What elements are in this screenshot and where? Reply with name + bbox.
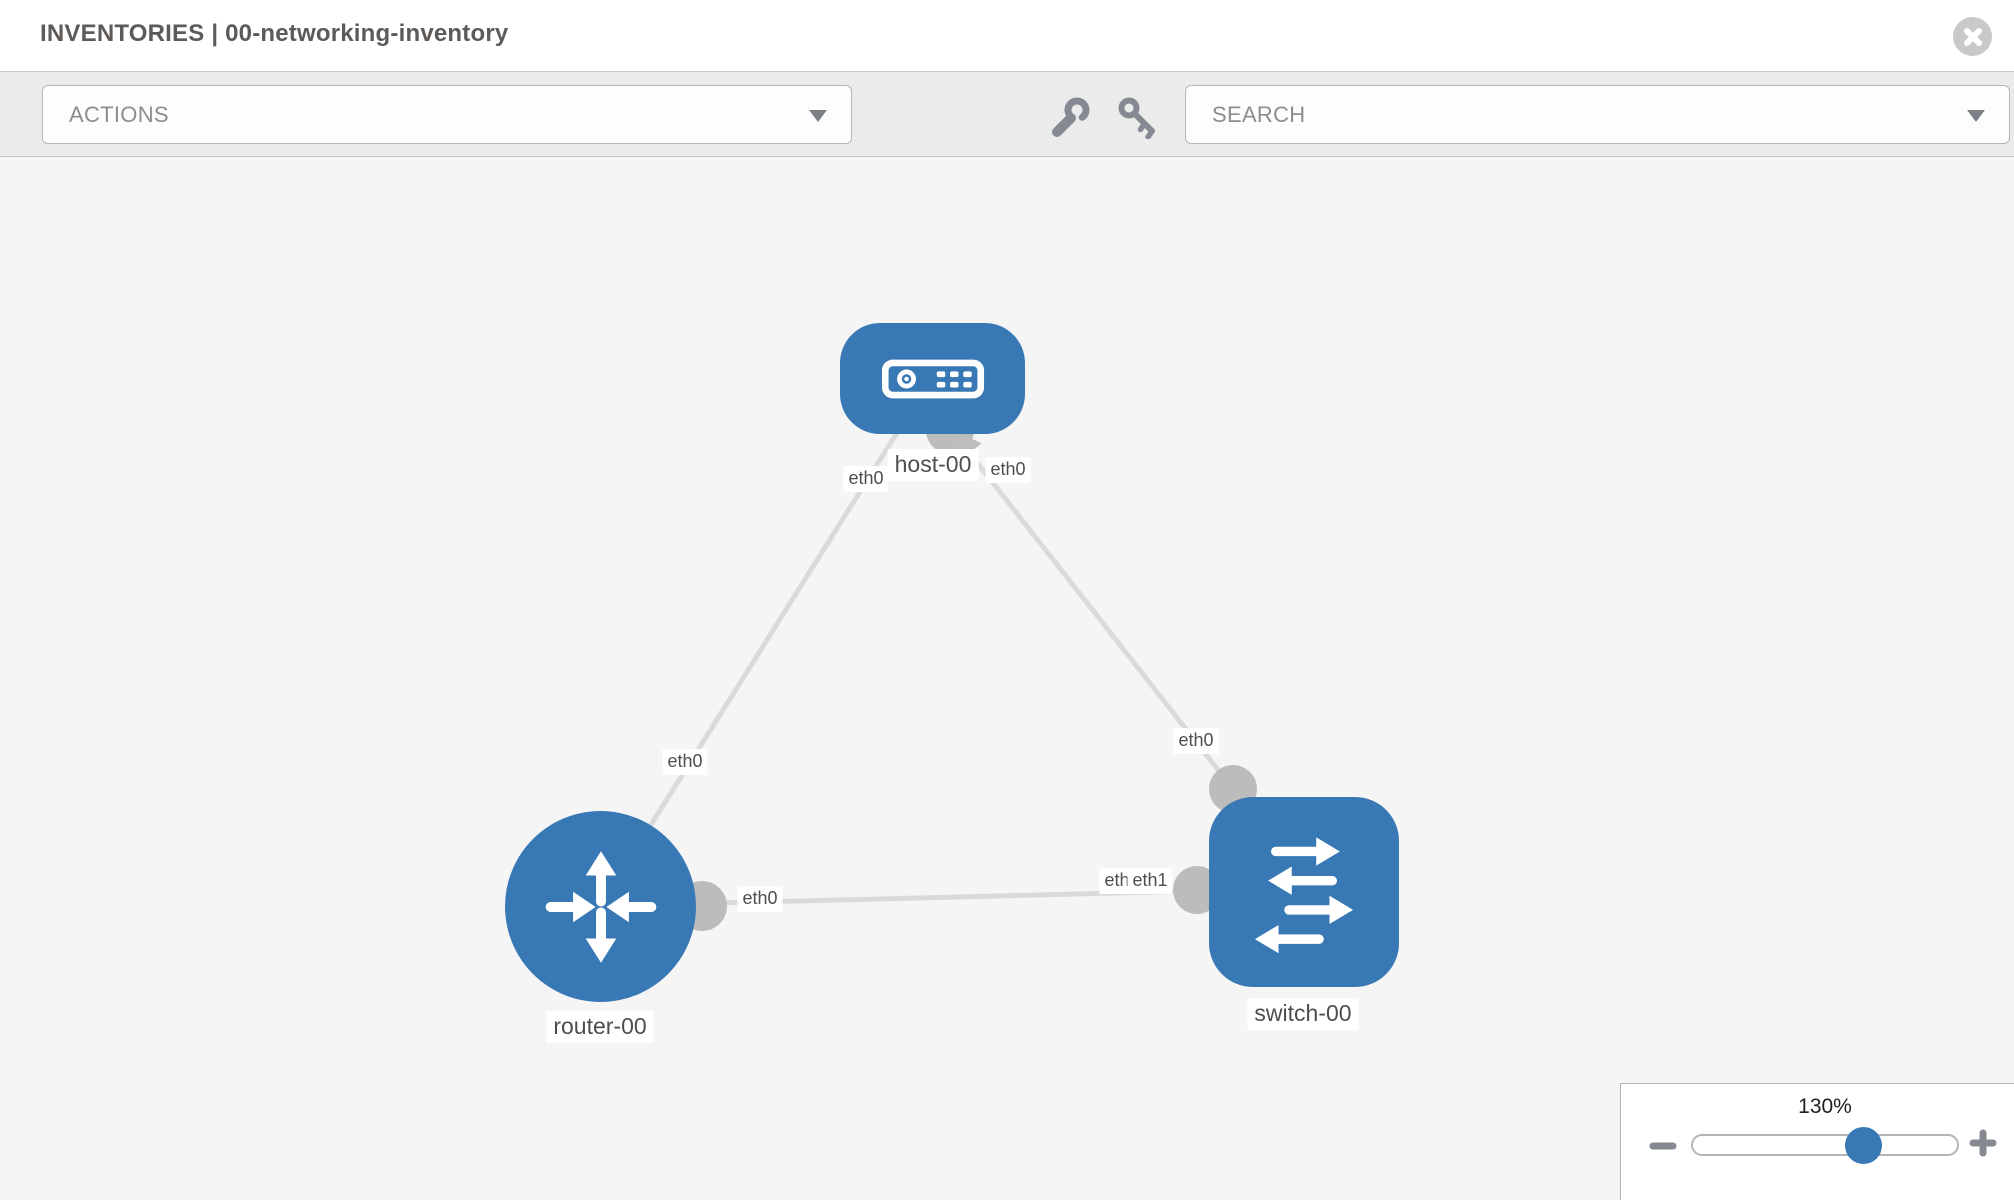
interface-label-router-right: eth0 — [737, 886, 783, 912]
chevron-down-icon — [1967, 110, 1985, 122]
interface-label-switch-eth1: eth1 — [1127, 868, 1173, 894]
node-label-switch: switch-00 — [1247, 998, 1359, 1030]
node-label-router: router-00 — [546, 1011, 654, 1043]
interface-label-switch-top: eth0 — [1173, 728, 1219, 754]
page-title: INVENTORIES | 00-networking-inventory — [40, 20, 509, 47]
node-host-00[interactable] — [840, 323, 1025, 434]
server-icon — [881, 359, 984, 398]
zoom-level-value: 130% — [1798, 1095, 1852, 1118]
search-dropdown-label: SEARCH — [1212, 101, 1306, 127]
zoom-out-minus-icon[interactable] — [1649, 1132, 1677, 1160]
node-label-host: host-00 — [887, 449, 979, 481]
header-bar: INVENTORIES | 00-networking-inventory — [0, 0, 2014, 72]
interface-label-host-right: eth0 — [985, 457, 1031, 483]
wrench-icon[interactable] — [1048, 95, 1092, 139]
switch-arrows-icon — [1254, 837, 1354, 954]
zoom-in-plus-icon[interactable] — [1969, 1129, 1997, 1157]
router-arrows-icon — [545, 850, 656, 963]
key-icon[interactable] — [1116, 95, 1160, 139]
actions-dropdown[interactable]: ACTIONS — [42, 85, 852, 144]
zoom-control-panel: 130% — [1620, 1083, 2014, 1200]
interface-label-host-left: eth0 — [843, 466, 889, 492]
actions-dropdown-label: ACTIONS — [69, 101, 169, 127]
zoom-slider-track[interactable] — [1691, 1134, 1959, 1156]
node-switch-00[interactable] — [1209, 797, 1399, 987]
interface-label-router-top: eth0 — [662, 749, 708, 775]
chevron-down-icon — [809, 110, 827, 122]
close-button[interactable] — [1953, 17, 1992, 56]
search-dropdown[interactable]: SEARCH — [1185, 85, 2010, 144]
toolbar: ACTIONS SEARCH — [0, 72, 2014, 157]
node-router-00[interactable] — [505, 811, 696, 1002]
close-x-icon — [1963, 27, 1982, 46]
zoom-slider-handle[interactable] — [1845, 1127, 1882, 1164]
